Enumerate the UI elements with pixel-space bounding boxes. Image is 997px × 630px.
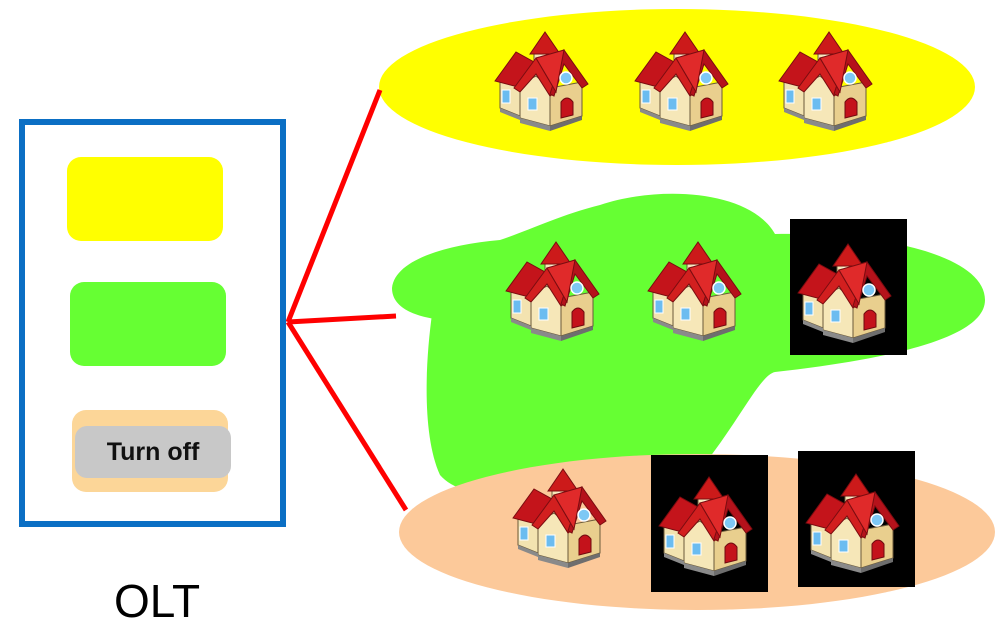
olt-port-green[interactable]: [70, 282, 226, 366]
fiber-line-green: [287, 313, 397, 325]
olt-port-yellow[interactable]: [67, 157, 223, 241]
olt-label: OLT: [114, 575, 201, 627]
turn-off-button[interactable]: Turn off: [75, 426, 231, 478]
fiber-line-peach: [285, 320, 409, 512]
fiber-line-yellow: [285, 89, 383, 323]
